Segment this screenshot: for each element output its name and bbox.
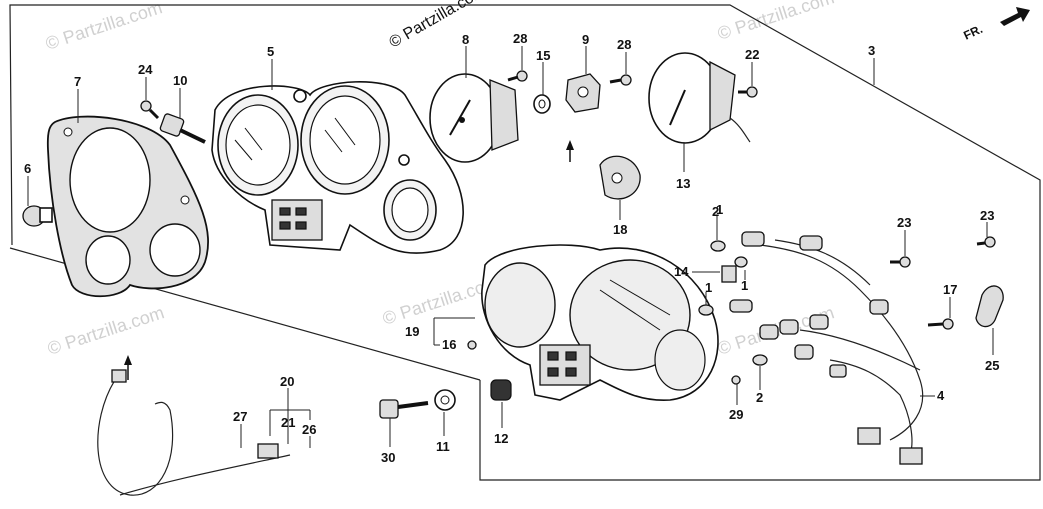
part-clip-14	[721, 265, 737, 283]
part-meter-case	[211, 81, 464, 254]
callout-27: 27	[233, 409, 247, 424]
part-screw-23b	[976, 236, 996, 248]
callout-21: 21	[281, 415, 295, 430]
callout-7: 7	[74, 74, 81, 89]
part-tachometer	[648, 52, 751, 144]
callout-25: 25	[985, 358, 999, 373]
part-clip-25	[975, 285, 1004, 328]
part-bulb-1a	[698, 304, 714, 316]
arrow-up-icon	[124, 355, 132, 365]
callout-30: 30	[381, 450, 395, 465]
part-speedometer-cable	[97, 369, 291, 496]
front-direction-arrow-icon: FR.	[961, 7, 1030, 43]
part-screw-16	[467, 340, 477, 350]
part-screw-28a	[507, 70, 528, 82]
part-washer-15	[533, 94, 551, 114]
arrow-shape	[1000, 7, 1030, 26]
callout-3: 3	[868, 43, 875, 58]
callout-1b: 1	[741, 278, 748, 293]
callout-1c: 1	[705, 280, 712, 295]
callout-28a: 28	[513, 31, 527, 46]
callout-10: 10	[173, 73, 187, 88]
part-grommet-6	[22, 205, 53, 227]
callout-13: 13	[676, 176, 690, 191]
callout-29: 29	[729, 407, 743, 422]
callout-15: 15	[536, 48, 550, 63]
part-screw-24	[140, 100, 160, 120]
pointer-arrow-icons	[124, 140, 574, 380]
callout-6: 6	[24, 161, 31, 176]
part-wiring-harness	[729, 231, 924, 465]
watermark-2: © Partzilla.com	[45, 302, 167, 359]
part-screw-28b	[609, 74, 632, 86]
callout-26: 26	[302, 422, 316, 437]
callout-20: 20	[280, 374, 294, 389]
part-gasket	[46, 115, 209, 298]
part-bulb-1b	[734, 256, 748, 268]
part-washer-2b	[752, 354, 768, 366]
callout-16: 16	[442, 337, 456, 352]
part-bracket-9	[565, 73, 601, 113]
part-collar-11	[434, 389, 456, 411]
part-gear-10	[159, 113, 206, 144]
part-bushing-12	[490, 379, 512, 401]
callout-19: 19	[405, 324, 419, 339]
callout-2b: 2	[756, 390, 763, 405]
callout-labels: 1 1 1 2 2 3 4 5 6 7 8 9 10 11 12 13 14 1…	[24, 31, 999, 465]
callout-18: 18	[613, 222, 627, 237]
callout-12: 12	[494, 431, 508, 446]
callout-11: 11	[436, 439, 450, 454]
copyright-text: © Partzilla.com	[387, 0, 489, 51]
callout-14: 14	[674, 264, 689, 279]
callout-4: 4	[937, 388, 945, 403]
part-bolt-30	[379, 399, 429, 419]
front-direction-label: FR.	[961, 22, 984, 43]
part-screw-17	[927, 318, 954, 330]
callout-1a: 1	[716, 202, 723, 217]
callout-5: 5	[267, 44, 274, 59]
part-screw-23a	[890, 256, 911, 268]
arrow-up-icon-2	[566, 140, 574, 150]
callout-17: 17	[943, 282, 957, 297]
callout-8: 8	[462, 32, 469, 47]
leader-lines	[27, 46, 994, 448]
callout-23b: 23	[980, 208, 994, 223]
part-washer-2a	[710, 240, 726, 252]
part-speedometer	[429, 73, 519, 163]
part-socket-18	[599, 155, 641, 200]
callout-2a: 2	[712, 204, 719, 219]
watermark-1: © Partzilla.com	[43, 0, 165, 54]
callout-9: 9	[582, 32, 589, 47]
callout-24: 24	[138, 62, 153, 77]
part-screw-29	[731, 375, 741, 385]
callout-28b: 28	[617, 37, 631, 52]
callout-22: 22	[745, 47, 759, 62]
part-screw-22	[738, 86, 758, 98]
callout-23a: 23	[897, 215, 911, 230]
part-meter-housing	[481, 244, 719, 401]
